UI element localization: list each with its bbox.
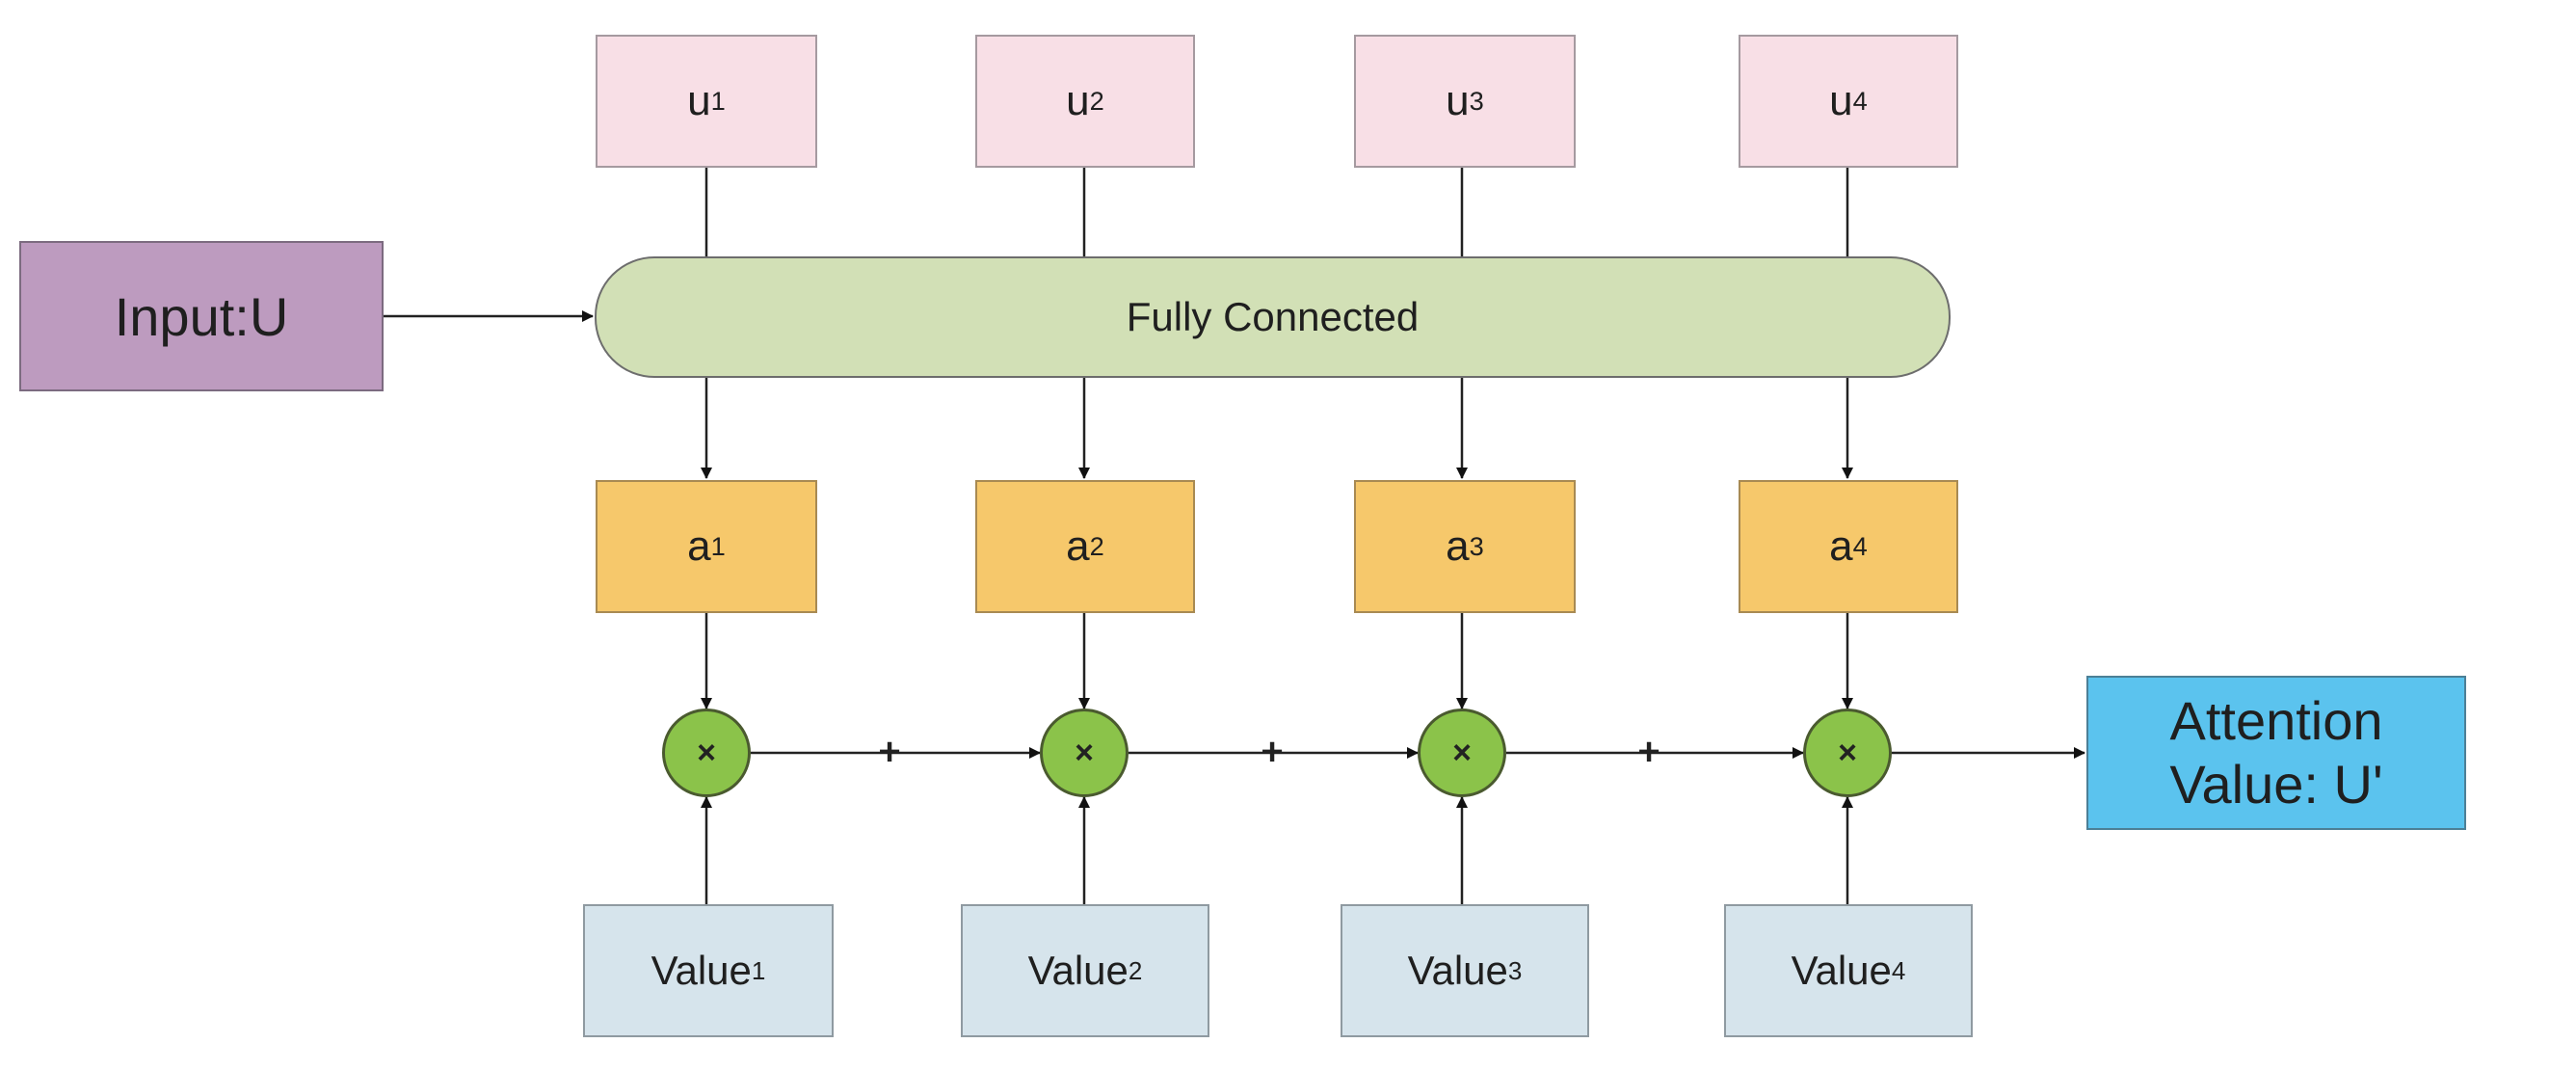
attention-value-output-box: Attention Value: U'	[2086, 676, 2466, 830]
fully-connected-layer: Fully Connected	[595, 256, 1951, 378]
plus-sign-3: +	[1637, 731, 1660, 773]
output-label-line-1: Attention	[2169, 689, 2383, 751]
plus-sign-1: +	[878, 731, 901, 773]
multiply-node-2: ×	[1040, 709, 1129, 797]
multiply-node-1: ×	[662, 709, 751, 797]
multiply-node-4: ×	[1803, 709, 1892, 797]
plus-sign-2: +	[1261, 731, 1284, 773]
multiply-node-3: ×	[1418, 709, 1506, 797]
output-label-line-2: Value: U'	[2169, 754, 2383, 815]
input-box: Input:U	[19, 241, 384, 391]
